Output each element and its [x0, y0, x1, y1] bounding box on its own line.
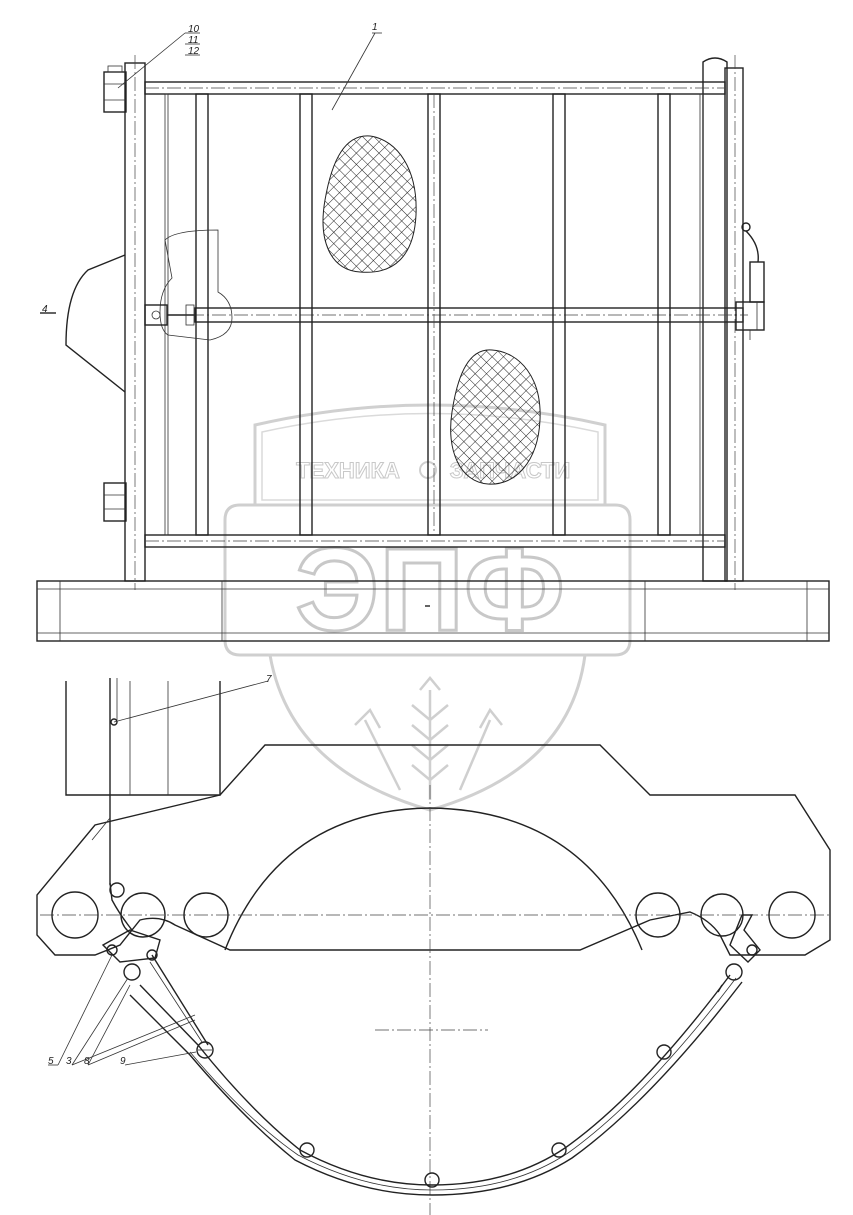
- callout-11: 11: [188, 35, 198, 46]
- base-beam: [36, 580, 830, 642]
- holes-right: [635, 891, 816, 939]
- watermark-left-text: ТЕХНИКА: [296, 458, 400, 483]
- mesh-patch-upper: [322, 135, 417, 273]
- callout-8: 8: [84, 1056, 90, 1067]
- watermark-big-text: ЭПФ: [295, 524, 564, 656]
- hinge-lower: [103, 482, 127, 522]
- callout-5: 5: [48, 1056, 54, 1067]
- leaders: [48, 32, 382, 1066]
- callout-7: 7: [266, 674, 272, 685]
- lower-view: [36, 678, 831, 1215]
- guard-bolts: [299, 1044, 672, 1188]
- callout-labels: 1 10 11 12 4 7 5 3 8 9: [42, 22, 378, 1067]
- frame-assembly: [40, 55, 765, 590]
- mesh-patch-lower: [450, 349, 541, 485]
- guard-outer: [139, 974, 731, 1186]
- callout-3: 3: [66, 1056, 72, 1067]
- latch-left: [144, 304, 195, 326]
- linkage-left: [101, 882, 214, 1059]
- callout-4: 4: [42, 304, 48, 315]
- callout-1: 1: [372, 22, 378, 33]
- wheat-icon: [354, 676, 503, 800]
- callout-12: 12: [188, 46, 200, 57]
- spring-latch-right: [735, 222, 765, 340]
- large-arc: [224, 807, 643, 951]
- cab-outline: [65, 254, 126, 393]
- callout-10: 10: [188, 24, 200, 35]
- callout-9: 9: [120, 1056, 126, 1067]
- linkage-right: [717, 914, 761, 993]
- main-body-outline: [36, 744, 831, 956]
- hinge-upper: [103, 65, 127, 113]
- vertical-bars: [164, 93, 704, 536]
